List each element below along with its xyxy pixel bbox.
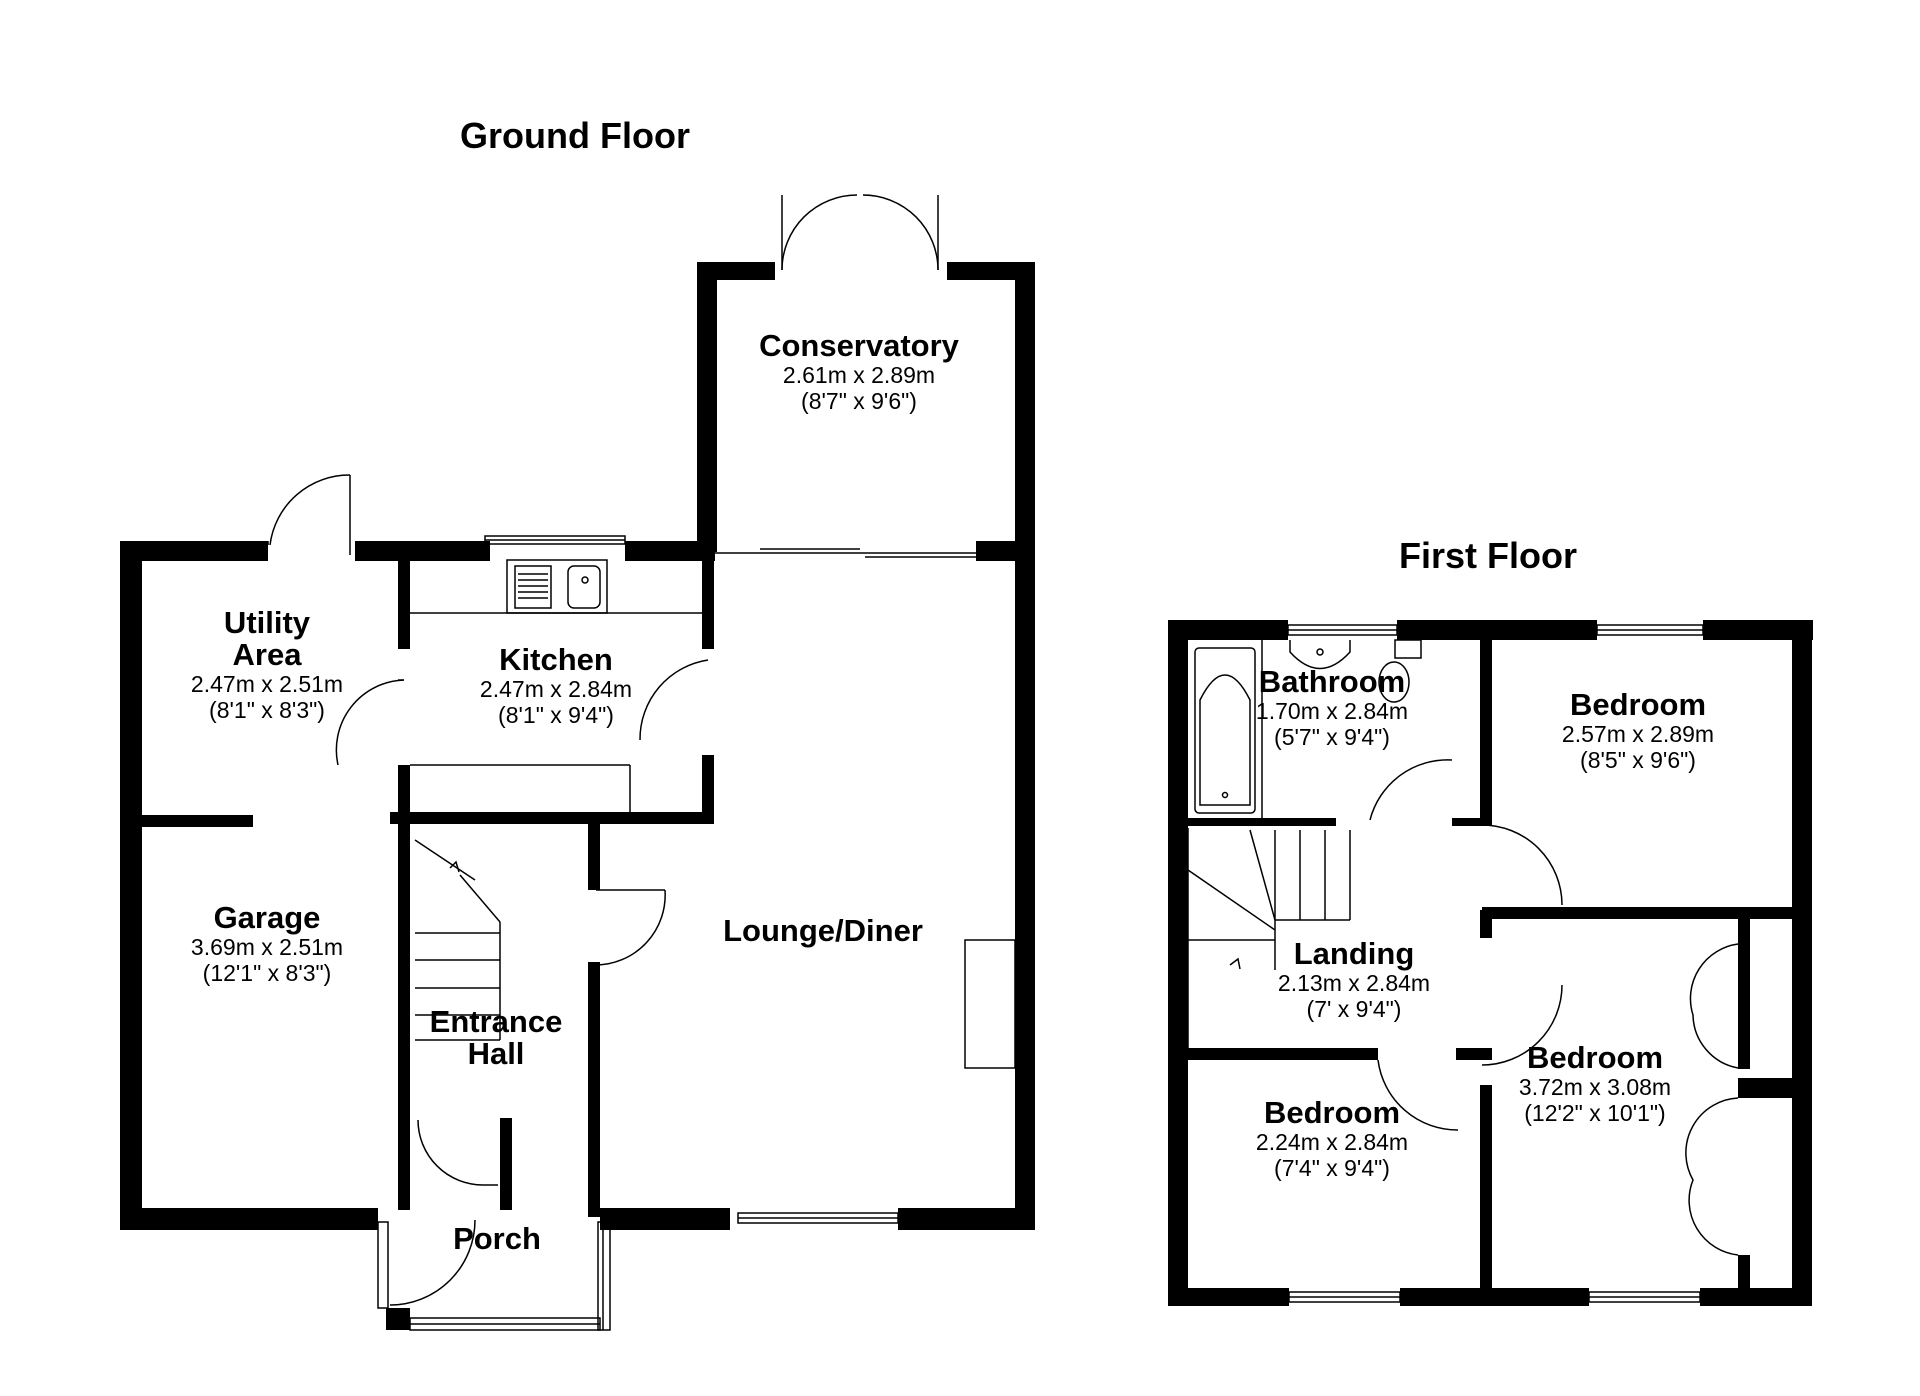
room-size-imperial: (12'1" x 8'3"): [202, 960, 332, 986]
room-name: Landing: [1293, 936, 1415, 971]
first-floor-openings: [1187, 624, 1739, 1303]
room-size-metric: 2.47m x 2.51m: [190, 671, 344, 697]
room-label-utility-area: Utility Area 2.47m x 2.51m (8'1" x 8'3"): [190, 605, 344, 724]
room-name: Porch: [453, 1221, 541, 1256]
room-label-lounge-diner: Lounge/Diner: [723, 915, 923, 947]
room-name: Bedroom: [1263, 1095, 1401, 1130]
room-size-imperial: (7' x 9'4"): [1306, 996, 1402, 1022]
room-name: Garage: [213, 900, 321, 935]
room-name: Bathroom: [1258, 664, 1406, 699]
room-label-kitchen: Kitchen 2.47m x 2.84m (8'1" x 9'4"): [479, 642, 633, 729]
room-size-imperial: (8'7" x 9'6"): [801, 388, 917, 414]
first-floor-title: First Floor: [1399, 535, 1577, 576]
room-size-metric: 2.47m x 2.84m: [479, 676, 633, 702]
room-size-imperial: (7'4" x 9'4"): [1274, 1155, 1390, 1181]
room-size-metric: 2.24m x 2.84m: [1255, 1129, 1409, 1155]
room-size-metric: 2.57m x 2.89m: [1561, 721, 1715, 747]
room-size-imperial: (8'5" x 9'6"): [1580, 747, 1696, 773]
first-floor-walls: [1168, 620, 1813, 1306]
room-label-bathroom: Bathroom 1.70m x 2.84m (5'7" x 9'4"): [1255, 664, 1409, 751]
room-size-imperial: (8'1" x 9'4"): [498, 702, 614, 728]
room-label-bedroom-front-right: Bedroom 3.72m x 3.08m (12'2" x 10'1"): [1518, 1040, 1672, 1127]
room-label-landing: Landing 2.13m x 2.84m (7' x 9'4"): [1277, 936, 1431, 1023]
room-name: Lounge/Diner: [723, 913, 923, 948]
ground-floor-walls: [120, 262, 1035, 1330]
room-name: Entrance Hall: [429, 1004, 563, 1071]
room-size-imperial: (12'2" x 10'1"): [1524, 1100, 1666, 1126]
room-label-garage: Garage 3.69m x 2.51m (12'1" x 8'3"): [190, 900, 344, 987]
room-size-imperial: (5'7" x 9'4"): [1274, 724, 1390, 750]
room-size-metric: 3.69m x 2.51m: [190, 934, 344, 960]
ground-floor-title: Ground Floor: [460, 115, 690, 156]
room-label-porch: Porch: [453, 1223, 541, 1255]
room-size-metric: 1.70m x 2.84m: [1255, 698, 1409, 724]
room-size-imperial: (8'1" x 8'3"): [209, 697, 325, 723]
room-name: Conservatory: [759, 328, 959, 363]
room-label-conservatory: Conservatory 2.61m x 2.89m (8'7" x 9'6"): [759, 328, 959, 415]
room-name: Bedroom: [1526, 1040, 1664, 1075]
room-label-entrance-hall: Entrance Hall: [430, 1006, 563, 1070]
room-label-bedroom-front-left: Bedroom 2.24m x 2.84m (7'4" x 9'4"): [1255, 1095, 1409, 1182]
ground-floor-openings: [267, 194, 1016, 1331]
room-label-bedroom-rear: Bedroom 2.57m x 2.89m (8'5" x 9'6"): [1561, 687, 1715, 774]
room-name: Kitchen: [499, 642, 613, 677]
room-size-metric: 3.72m x 3.08m: [1518, 1074, 1672, 1100]
room-name: Utility Area: [223, 605, 311, 672]
room-size-metric: 2.61m x 2.89m: [782, 362, 936, 388]
room-size-metric: 2.13m x 2.84m: [1277, 970, 1431, 996]
room-name: Bedroom: [1569, 687, 1707, 722]
